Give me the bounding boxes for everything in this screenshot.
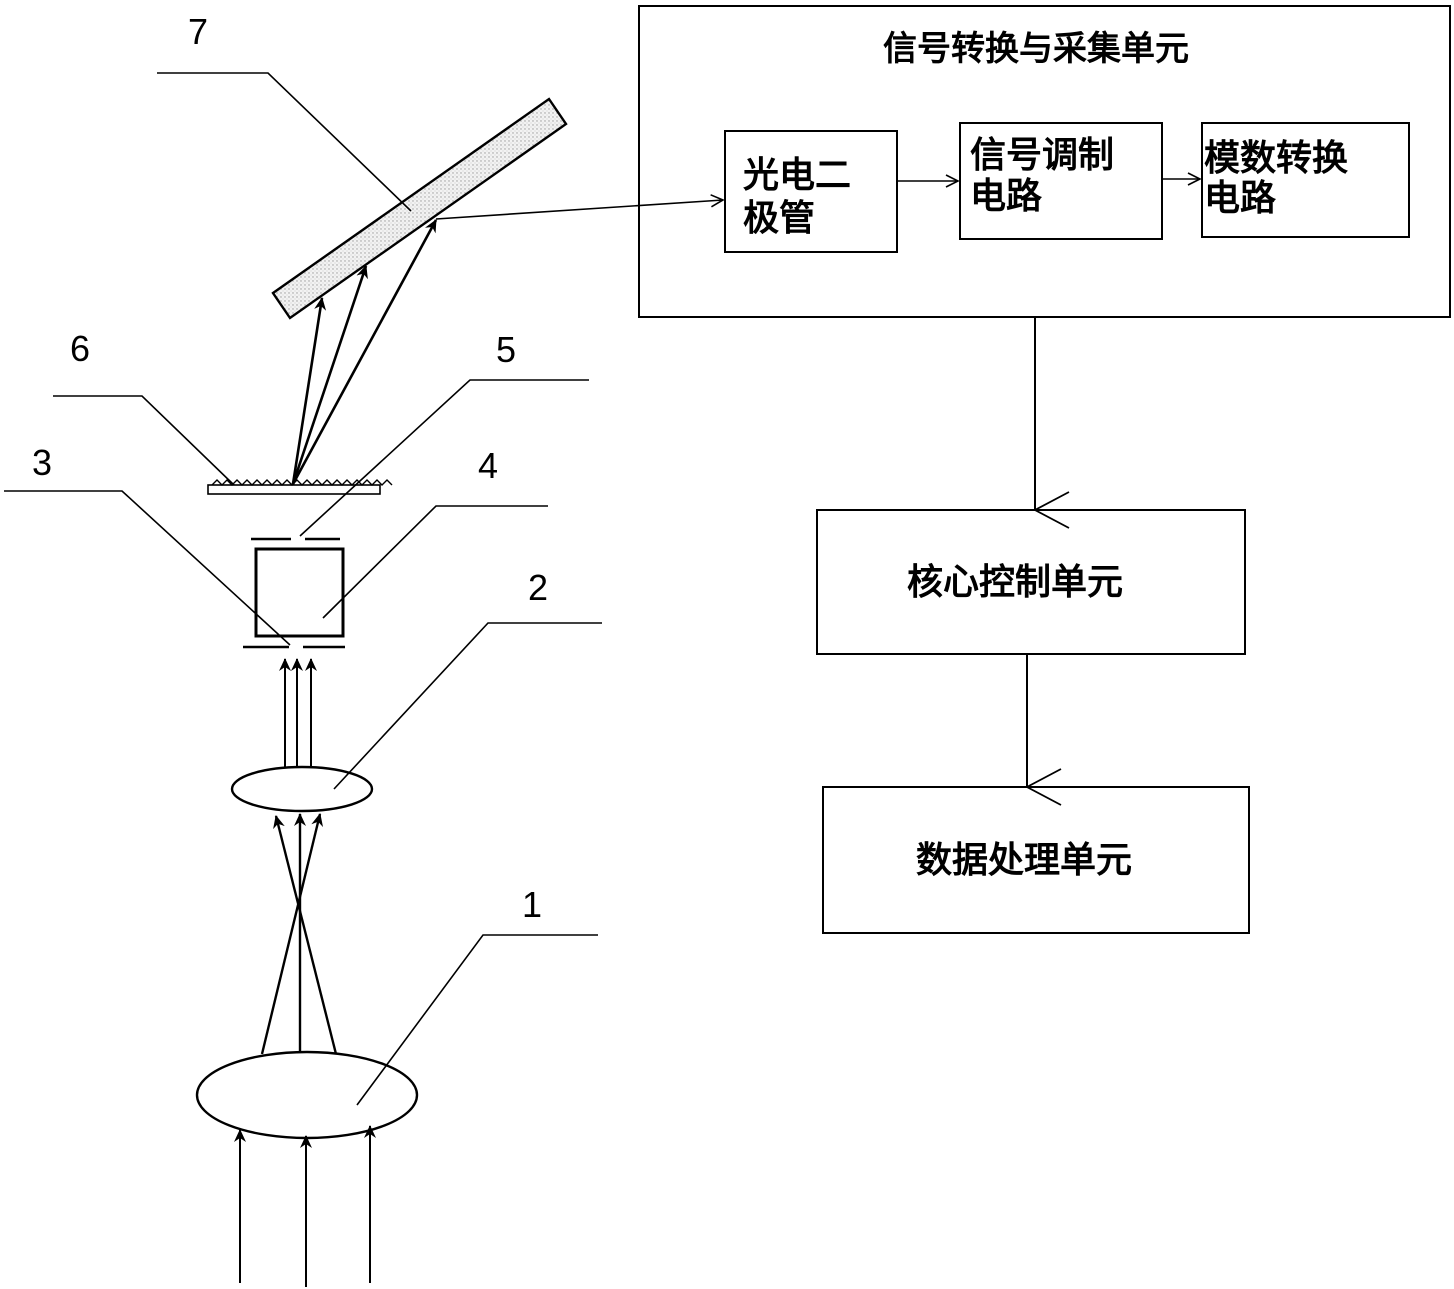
label-3: 3 [32,442,52,483]
label-1: 1 [522,884,542,925]
sample-cell [254,547,345,638]
photodiode-label-line1: 光电二 [743,155,851,196]
photodiode-label-line2: 极管 [743,198,815,239]
photodiode-box [724,130,898,253]
converging-ray-3 [273,815,338,1055]
detector-to-photodiode-arrow [435,194,725,220]
grating-teeth [211,479,393,486]
diffracted-ray-3 [291,219,438,485]
modulation-label-line2: 电路 [970,176,1043,217]
leader-line-2 [333,622,602,790]
diffracted-ray-2 [291,265,368,485]
lens-1 [195,1050,419,1140]
modulation-label-line1: 信号调制 [970,135,1114,176]
label-7: 7 [188,11,208,52]
leader-line-5 [299,379,589,537]
signal-unit-box [638,5,1451,318]
converging-ray-1 [260,813,324,1055]
modulation-circuit-box [959,122,1163,240]
leader-line-3 [4,490,291,646]
detector-array [271,97,568,320]
label-2: 2 [528,567,548,608]
adc-label-line1: 模数转换 [1204,138,1348,179]
data-processing-box [822,786,1250,934]
diffracted-ray-1 [291,297,327,485]
leader-line-1 [356,934,598,1106]
core-control-label: 核心控制单元 [907,562,1123,603]
leader-line-7 [157,72,412,212]
label-6: 6 [70,328,90,369]
leader-line-4 [322,505,548,619]
label-5: 5 [496,329,516,370]
adc-label-line2: 电路 [1204,178,1277,219]
grating-base [207,484,381,495]
adc-circuit-box [1201,122,1410,238]
lens-2 [230,765,374,813]
data-processing-label: 数据处理单元 [916,840,1132,881]
leader-line-6 [53,395,235,486]
label-4: 4 [478,445,498,486]
core-control-box [816,509,1246,655]
signal-unit-title: 信号转换与采集单元 [883,29,1189,69]
